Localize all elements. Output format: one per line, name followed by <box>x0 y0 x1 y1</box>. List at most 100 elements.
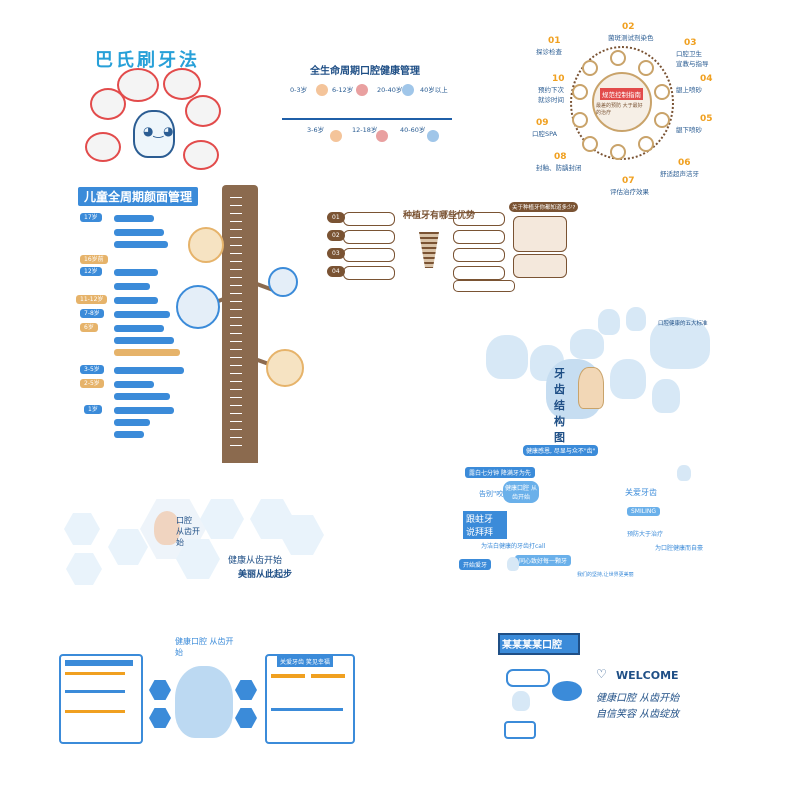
board-header <box>65 660 133 666</box>
age-label: 12-18岁 <box>352 126 378 134</box>
cycle-step-dot <box>610 50 626 66</box>
branch-image <box>266 349 304 387</box>
hex-badge <box>235 708 257 728</box>
implant-question: 关于种植牙你都知道多少? <box>509 202 579 212</box>
step-label: 预约下次 就诊时间 <box>538 86 564 104</box>
tooth-shape <box>570 329 604 359</box>
slogan-item: 我们的坚持,让世界更美丽 <box>577 572 634 578</box>
implant-point: 03 <box>327 248 345 259</box>
slogan-item: SMILING <box>627 507 661 516</box>
step-label: 口腔卫生 宣教与指导 <box>676 50 709 68</box>
step-image <box>163 68 201 100</box>
hex-frame <box>64 513 100 545</box>
info-bar <box>114 337 174 344</box>
tooth-shape <box>652 379 680 413</box>
step-label: 口腔SPA <box>532 130 558 138</box>
step-label: 龈上喷砂 <box>676 86 702 94</box>
hex-badge <box>149 680 171 700</box>
hex-frame <box>66 553 102 585</box>
board-line <box>65 672 125 675</box>
step-label: 评估治疗效果 <box>610 188 649 196</box>
info-bar <box>114 229 164 236</box>
big-tooth-icon <box>175 666 233 738</box>
hex-badge <box>235 680 257 700</box>
lifecycle-title: 全生命周期口腔健康管理 <box>310 66 420 77</box>
tooth-cross-section-icon <box>578 367 604 409</box>
hex-frame <box>200 499 244 539</box>
info-bar <box>114 393 170 400</box>
age-pill: 12岁 <box>80 267 102 276</box>
hex-frame <box>108 529 148 565</box>
cycle-step-dot <box>572 112 588 128</box>
step-num: 03 <box>684 38 697 48</box>
mascot-face-icon: ◕‿◕ <box>143 124 174 138</box>
brushing-title: 巴氏刷牙法 <box>95 50 200 71</box>
step-image <box>183 140 219 170</box>
info-bar <box>114 283 150 290</box>
tooth-shape <box>486 335 528 379</box>
info-bar <box>114 241 168 248</box>
tooth-shape <box>650 317 710 369</box>
info-bar <box>114 349 180 356</box>
tooth-shape <box>626 307 646 331</box>
implant-point: 02 <box>327 230 345 241</box>
cycle-step-dot <box>610 144 626 160</box>
tooth-mascot-icon <box>512 691 530 711</box>
implant-bar <box>453 212 505 226</box>
branch-image <box>268 267 298 297</box>
age-pill: 7-8岁 <box>80 309 104 318</box>
stage-icon <box>316 84 328 96</box>
step-image <box>90 88 126 120</box>
implant-bar <box>343 230 395 244</box>
slogan-item: 预防大于治疗 <box>627 531 664 538</box>
hex-frame <box>176 539 220 579</box>
implant-note <box>453 280 515 292</box>
implant-point: 04 <box>327 266 345 277</box>
age-pill: 16岁前 <box>80 255 108 264</box>
structure-title: 牙齿结构图 <box>554 367 565 444</box>
timeline-line <box>282 118 452 120</box>
implant-bar <box>453 266 505 280</box>
board-line <box>271 708 343 711</box>
info-board <box>265 654 355 744</box>
clinic-sign <box>498 633 580 655</box>
age-label: 3-6岁 <box>307 126 325 134</box>
step-num: 04 <box>700 74 713 84</box>
age-pill: 6岁 <box>80 323 98 332</box>
implant-title: 种植牙有哪些优势 <box>403 211 476 221</box>
cycle-center <box>592 72 652 132</box>
slogan-header: 健康感恩, 尽显与众不"齿" <box>523 445 599 456</box>
cycle-step-dot <box>654 84 670 100</box>
age-pill: 17岁 <box>80 213 102 222</box>
welcome-text: WELCOME <box>616 669 679 682</box>
step-num: 10 <box>552 74 565 84</box>
step-label: 封釉、防龋封闭 <box>536 164 582 172</box>
implant-bar <box>453 230 505 244</box>
implant-panel: 01 02 03 04 种植牙有哪些优势 关于种植牙你都知道多少? <box>325 198 579 293</box>
implant-image <box>513 254 567 278</box>
tooth-shape <box>610 359 646 399</box>
age-pill: 3-5岁 <box>80 365 104 374</box>
welcome-panel: 某某某某口腔 ♡ WELCOME 健康口腔 从齿开始 自信笑容 从齿绽放 <box>490 625 710 750</box>
age-pill: 2-5岁 <box>80 379 104 388</box>
tooth-mascot-icon <box>133 110 175 158</box>
beauty-slogan: 健康从齿开始 <box>228 556 283 566</box>
brushing-panel: 巴氏刷牙法 ◕‿◕ <box>75 40 225 170</box>
info-board <box>59 654 143 744</box>
tooth-shape <box>598 309 620 335</box>
tooth-logo-icon: ♡ <box>596 667 607 681</box>
step-num: 09 <box>536 118 549 128</box>
stage-icon <box>330 130 342 142</box>
implant-image <box>513 216 567 252</box>
step-num: 02 <box>622 22 635 32</box>
implant-bar <box>343 212 395 226</box>
clinic-name: 某某某某口腔 <box>502 640 562 651</box>
children-title: 儿童全周期颜面管理 <box>78 187 199 206</box>
slogan-item: 为洁白健康的牙齿打call <box>481 543 546 550</box>
cycle-step-dot <box>572 84 588 100</box>
stage-icon <box>356 84 368 96</box>
slogan-item: 跟蛀牙 说拜拜 <box>463 511 507 539</box>
stage-icon <box>427 130 439 142</box>
step-label: 菌斑测试剂染色 <box>608 34 654 42</box>
slogan-item: 健康口腔 从齿开始 <box>503 481 539 503</box>
